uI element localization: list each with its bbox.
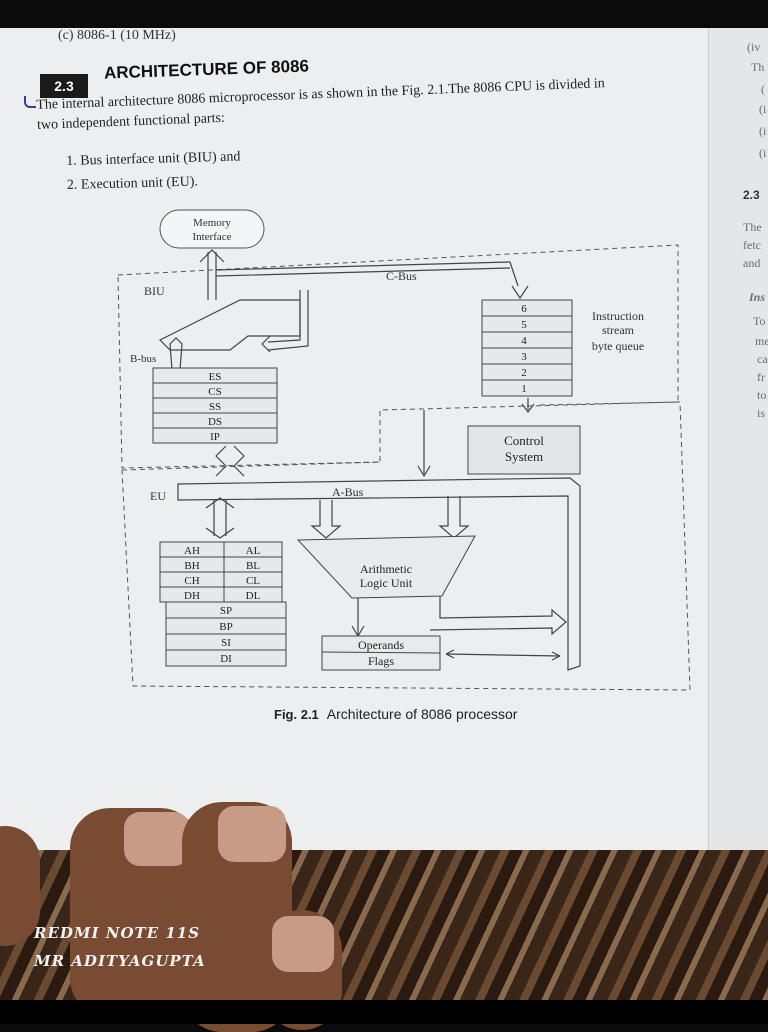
figure-title: Architecture of 8086 processor bbox=[326, 706, 518, 722]
next-page-text: To bbox=[753, 314, 766, 328]
fingernail bbox=[218, 806, 286, 862]
next-page-text: The bbox=[743, 220, 762, 234]
fingernail bbox=[124, 812, 190, 866]
next-page-text: to bbox=[757, 388, 767, 402]
next-page-text: (iv bbox=[747, 40, 761, 54]
next-page-text: and bbox=[743, 256, 761, 270]
watermark-device: REDMI NOTE 11S bbox=[34, 924, 201, 942]
next-page-text: ca bbox=[757, 352, 768, 366]
section-number: 2.3 bbox=[40, 74, 88, 98]
next-page-text: me bbox=[755, 334, 768, 348]
previous-section-line: (c) 8086-1 (10 MHz) bbox=[58, 28, 176, 43]
bottom-bar bbox=[0, 1000, 768, 1024]
next-page-text: Ins bbox=[749, 290, 766, 304]
figure-number: Fig. 2.1 bbox=[274, 707, 319, 722]
next-page-text: fetc bbox=[743, 238, 761, 252]
next-page-edge: (iv Th ( (i (i (i 2.3 The fetc and Ins T… bbox=[708, 28, 768, 858]
list-item: 1. Bus interface unit (BIU) and bbox=[66, 149, 241, 169]
next-page-heading: 2.3 bbox=[743, 188, 760, 202]
list-item: 2. Execution unit (EU). bbox=[66, 174, 199, 193]
next-page-text: (i bbox=[759, 146, 767, 160]
thumb bbox=[0, 826, 40, 946]
next-page-text: (i bbox=[759, 124, 767, 138]
next-page-text: is bbox=[757, 406, 766, 420]
next-page-text: ( bbox=[761, 82, 765, 96]
pen-tick-mark bbox=[24, 96, 36, 108]
watermark-owner: MR ADITYAGUPTA bbox=[34, 952, 206, 970]
next-page-text: Th bbox=[751, 60, 765, 74]
next-page-text: (i bbox=[759, 102, 767, 116]
next-page-text: fr bbox=[757, 370, 765, 384]
figure-caption: Fig. 2.1 Architecture of 8086 processor bbox=[274, 706, 517, 722]
unit-list: 1. Bus interface unit (BIU) and 2. Execu… bbox=[66, 145, 241, 198]
fingernail bbox=[272, 916, 334, 972]
